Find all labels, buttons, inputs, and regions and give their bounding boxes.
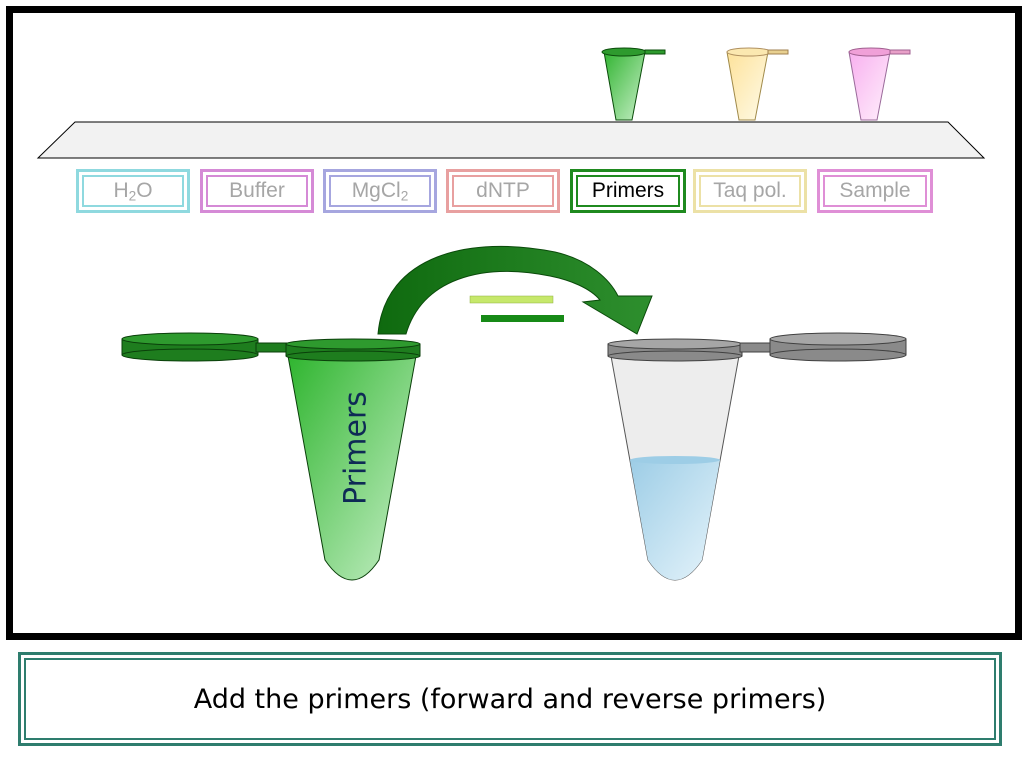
reagent-mgcl2-text: MgCl2 — [351, 178, 409, 204]
reagent-taq-text: Taq pol. — [713, 179, 787, 202]
reagent-label-primers[interactable]: Primers — [570, 169, 686, 213]
reagent-buffer-text: Buffer — [229, 179, 285, 202]
source-tube-primers[interactable] — [121, 332, 421, 581]
forward-primer-bar — [469, 295, 554, 304]
diagram-scene — [36, 47, 986, 581]
shelf — [36, 121, 986, 159]
shelf-tube-taq[interactable] — [726, 47, 789, 121]
reagent-label-sample[interactable]: Sample — [817, 169, 933, 213]
reagent-label-taq[interactable]: Taq pol. — [693, 169, 807, 213]
shelf-tube-primers[interactable] — [601, 47, 666, 121]
reverse-primer-bar — [481, 315, 564, 322]
caption-box: Add the primers (forward and reverse pri… — [18, 652, 1002, 746]
reagent-label-h2o[interactable]: H2O — [76, 169, 190, 213]
shelf-tube-sample[interactable] — [848, 47, 911, 121]
reagent-dntp-text: dNTP — [476, 179, 530, 202]
reagent-sample-text: Sample — [839, 179, 911, 202]
reagent-label-dntp[interactable]: dNTP — [446, 169, 560, 213]
source-tube-label: Primers — [338, 391, 374, 505]
diagram-frame — [6, 6, 1022, 640]
reagent-h2o-text: H2O — [113, 178, 153, 204]
transfer-arrow — [377, 245, 653, 335]
caption-text: Add the primers (forward and reverse pri… — [24, 658, 996, 740]
reagent-label-mgcl2[interactable]: MgCl2 — [323, 169, 437, 213]
destination-tube[interactable] — [607, 332, 907, 581]
reagent-label-buffer[interactable]: Buffer — [200, 169, 314, 213]
reagent-primers-text: Primers — [591, 179, 665, 202]
